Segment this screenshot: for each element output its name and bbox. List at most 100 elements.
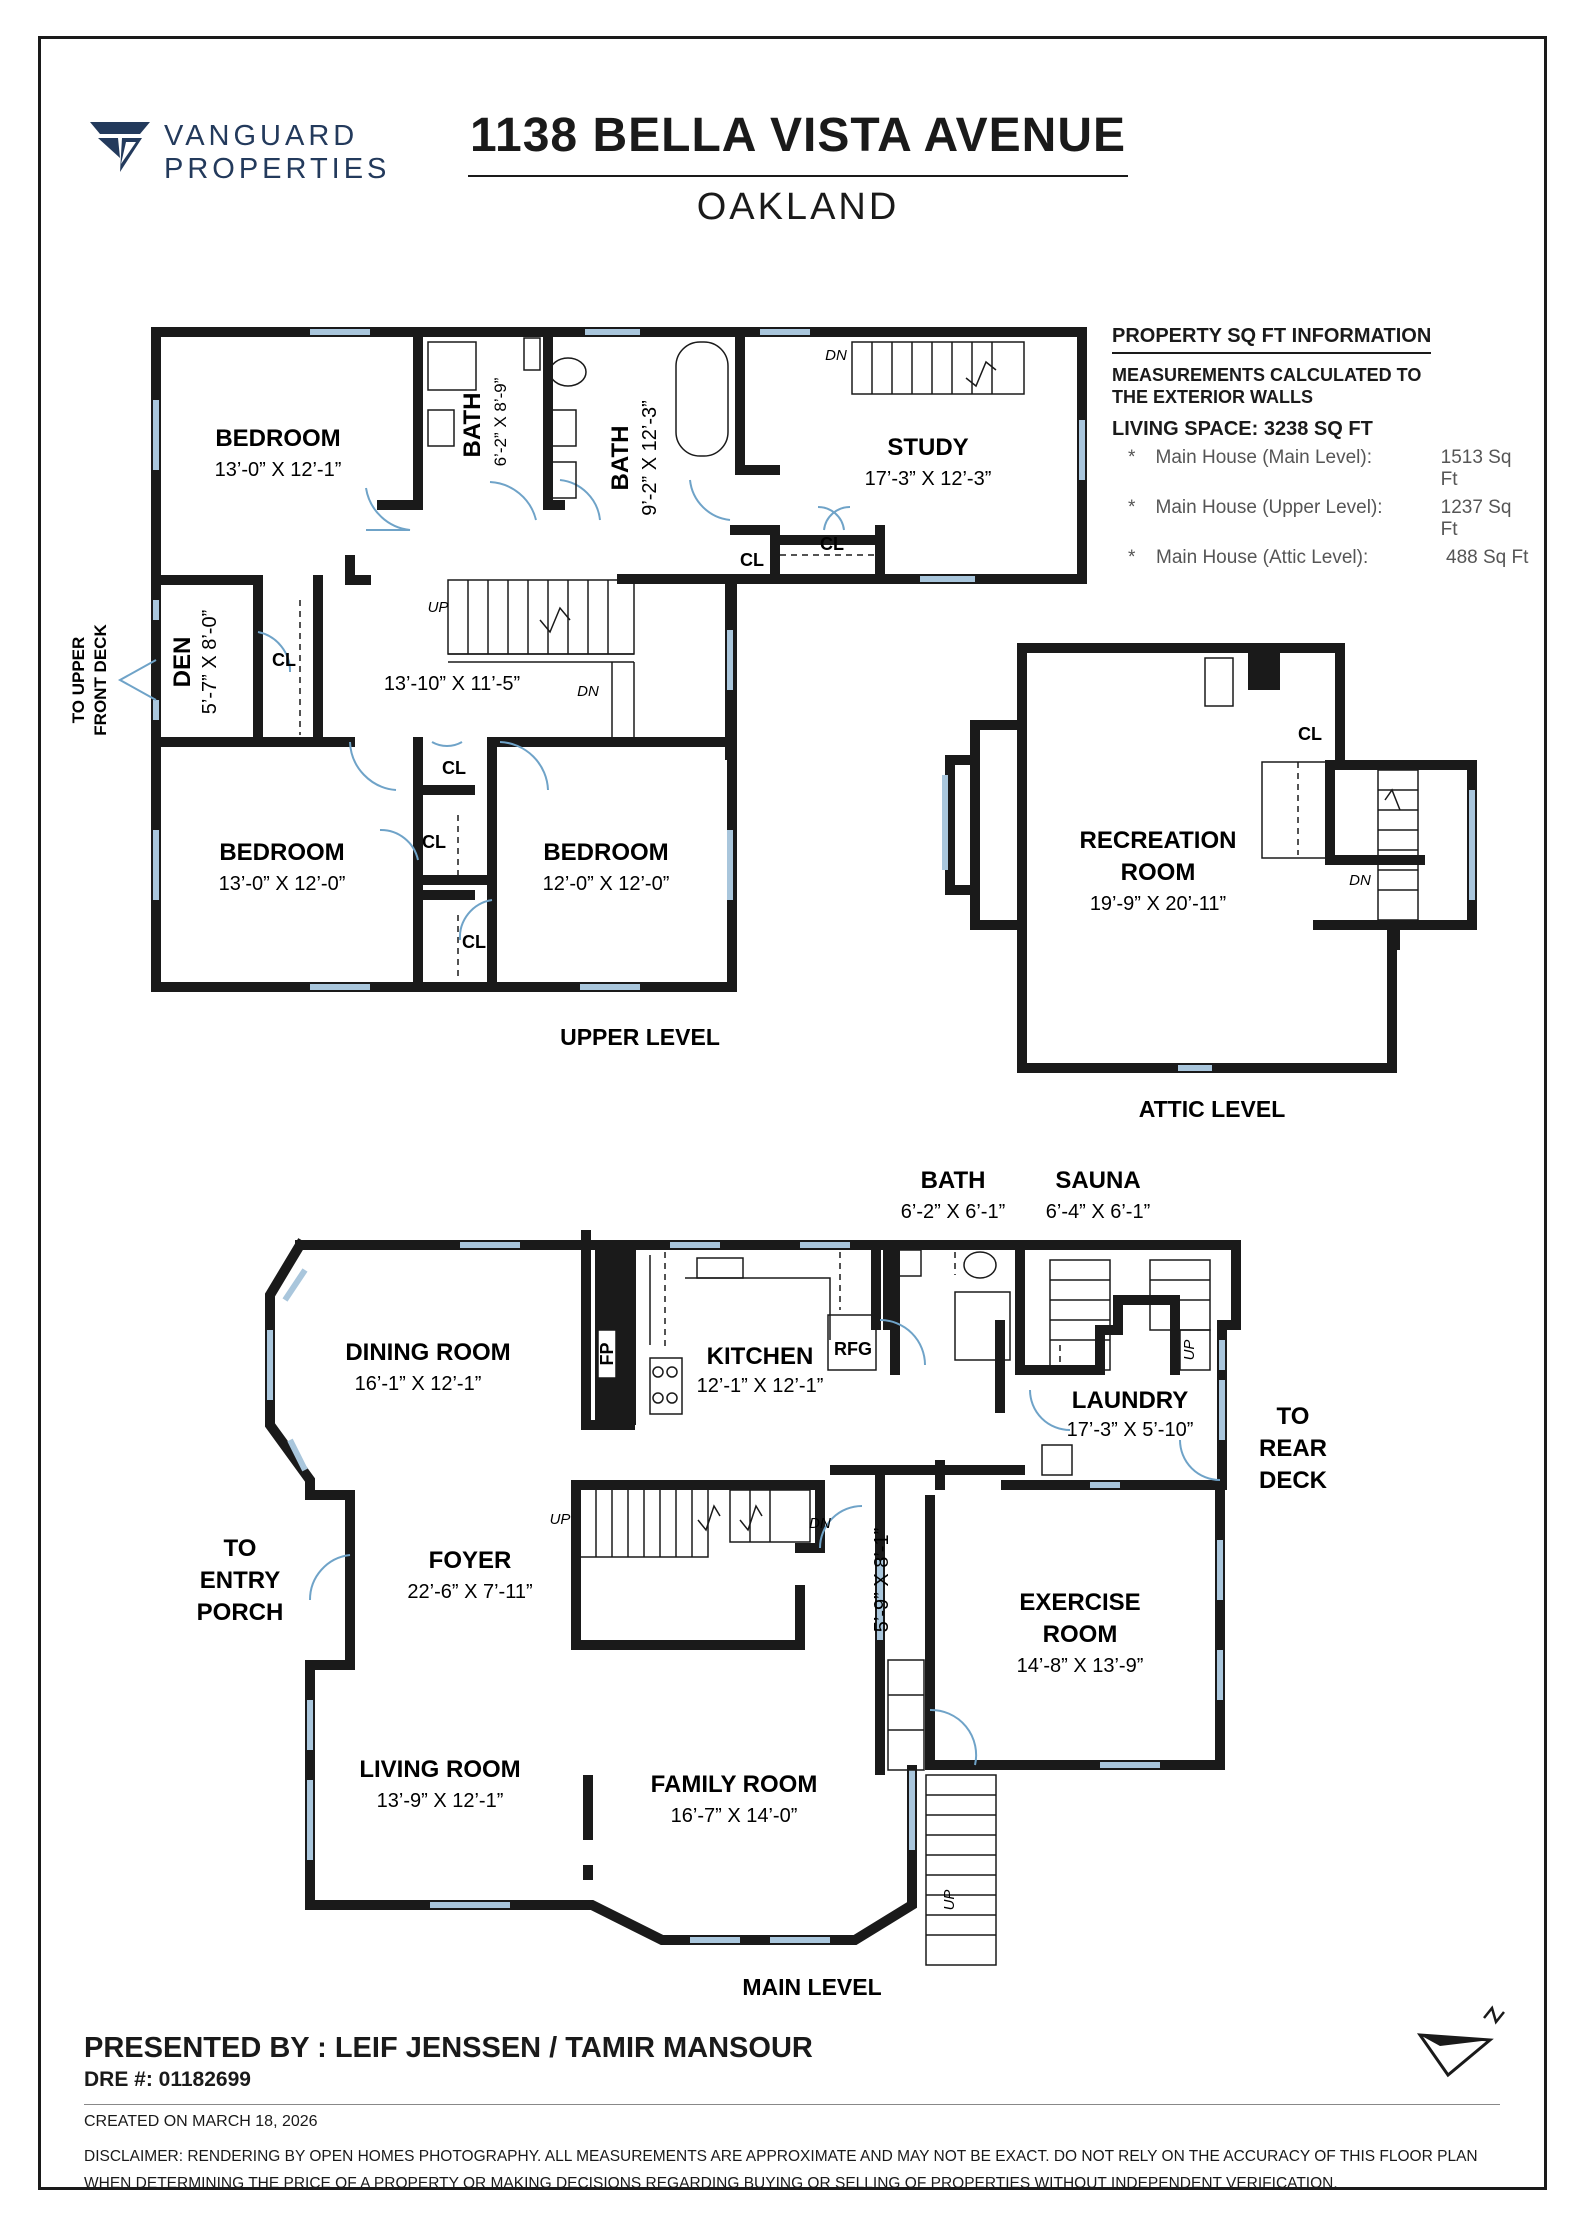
- stair-down-label: DN: [809, 1515, 831, 1532]
- disclaimer: DISCLAIMER: RENDERING BY OPEN HOMES PHOT…: [84, 2148, 1478, 2192]
- stair-up-label: UP: [550, 1511, 571, 1528]
- room-name: EXERCISE: [1019, 1589, 1140, 1616]
- bullet: *: [1128, 447, 1136, 468]
- main-level-plan: DINING ROOM 16’-1” X 12’-1” KITCHEN 12’-…: [197, 1167, 1328, 2000]
- sqft-item-label: Main House (Attic Level):: [1156, 547, 1369, 568]
- room-name: SAUNA: [1055, 1167, 1140, 1194]
- room-dims: 16’-7” X 14’-0”: [671, 1805, 798, 1827]
- room-dims: 9’-2” X 12’-3”: [639, 400, 661, 516]
- sqft-item-label: Main House (Main Level):: [1155, 447, 1373, 468]
- room-name: BATH: [921, 1167, 986, 1194]
- sqft-item: * Main House (Attic Level): 488 Sq Ft: [1112, 547, 1532, 569]
- sqft-heading: PROPERTY SQ FT INFORMATION: [1112, 325, 1432, 354]
- room-name: DINING ROOM: [345, 1339, 510, 1366]
- room-name: BEDROOM: [219, 839, 344, 866]
- page-frame: [38, 36, 1547, 2190]
- stair-down-label: DN: [577, 683, 599, 700]
- room-name: RECREATION: [1080, 827, 1237, 854]
- room-dims: 12’-0” X 12’-0”: [543, 873, 670, 895]
- closet-label: CL: [462, 932, 486, 952]
- level-label: UPPER LEVEL: [560, 1024, 720, 1050]
- room-name: DEN: [169, 637, 196, 688]
- room-name: BEDROOM: [215, 425, 340, 452]
- fireplace-label: FP: [597, 1342, 617, 1365]
- room-dims: 13’-0” X 12’-0”: [219, 873, 346, 895]
- closet-label: CL: [422, 832, 446, 852]
- room-dims: 12’-1” X 12’-1”: [697, 1375, 824, 1397]
- closet-label: CL: [820, 534, 844, 554]
- stair-up-label: UP: [1181, 1340, 1198, 1361]
- title-divider: [468, 175, 1128, 177]
- room-dims: 17’-3” X 5’-10”: [1067, 1419, 1194, 1441]
- brand-line-1: VANGUARD: [164, 120, 359, 152]
- exit-label: TO UPPER: [69, 637, 88, 724]
- room-dims: 6’-4” X 6’-1”: [1046, 1201, 1150, 1223]
- closet-label: CL: [272, 650, 296, 670]
- brand-line-2: PROPERTIES: [164, 153, 391, 185]
- exit-label: ENTRY: [200, 1567, 280, 1594]
- sqft-item-value: 1237 Sq Ft: [1440, 497, 1512, 540]
- bullet: *: [1128, 497, 1136, 518]
- stair-down-label: DN: [825, 347, 847, 364]
- sqft-item-value: 488 Sq Ft: [1446, 547, 1529, 568]
- city-name: OAKLAND: [696, 186, 900, 228]
- room-dims: 19’-9” X 20’-11”: [1090, 893, 1226, 915]
- level-label: MAIN LEVEL: [742, 1974, 881, 2000]
- room-name: LAUNDRY: [1072, 1387, 1188, 1414]
- room-name: BATH: [607, 426, 634, 491]
- room-name: BATH: [459, 393, 486, 458]
- closet-label: CL: [1298, 724, 1322, 744]
- exit-label: REAR: [1259, 1435, 1327, 1462]
- room-dims: 13’-0” X 12’-1”: [215, 459, 342, 481]
- presented-by: PRESENTED BY : LEIF JENSSEN / TAMIR MANS…: [84, 2032, 813, 2064]
- closet-label: CL: [740, 550, 764, 570]
- room-name: STUDY: [887, 434, 968, 461]
- vanguard-logo-icon: [90, 122, 150, 172]
- room-dims: 13’-9” X 12’-1”: [377, 1790, 504, 1812]
- created-date: CREATED ON MARCH 18, 2026: [84, 2113, 318, 2130]
- sqft-item: * Main House (Main Level): 1513 Sq Ft: [1112, 447, 1532, 491]
- dre-number: DRE #: 01182699: [84, 2068, 251, 2091]
- closet-label: CL: [442, 758, 466, 778]
- stair-down-label: DN: [1349, 872, 1371, 889]
- exit-label: TO: [1277, 1403, 1310, 1430]
- room-name: FOYER: [429, 1547, 512, 1574]
- sqft-info-panel: PROPERTY SQ FT INFORMATION MEASUREMENTS …: [1112, 325, 1532, 569]
- exit-label: TO: [224, 1535, 257, 1562]
- room-name: ROOM: [1121, 859, 1196, 886]
- room-name: LIVING ROOM: [359, 1756, 520, 1783]
- room-dims: 14’-8” X 13’-9”: [1017, 1655, 1144, 1677]
- bullet: *: [1128, 547, 1136, 568]
- room-dims: 16’-1” X 12’-1”: [355, 1373, 482, 1395]
- measurement-note: MEASUREMENTS CALCULATED TO THE EXTERIOR …: [1112, 365, 1422, 407]
- exit-label: FRONT DECK: [91, 624, 110, 736]
- sqft-item-label: Main House (Upper Level):: [1155, 497, 1383, 518]
- living-space: LIVING SPACE: 3238 SQ FT: [1112, 418, 1373, 440]
- room-name: BEDROOM: [543, 839, 668, 866]
- room-dims: 17’-3” X 12’-3”: [865, 468, 992, 490]
- sqft-item-value: 1513 Sq Ft: [1440, 447, 1512, 490]
- stair-up-label: UP: [428, 599, 449, 616]
- page-title: 1138 BELLA VISTA AVENUE: [469, 109, 1127, 162]
- attic-level-plan: CL DN RECREATION ROOM 19’-9” X 20’-11” A…: [942, 643, 1477, 1122]
- upper-level-plan: BEDROOM 13’-0” X 12’-1” BATH 6’-2” X 8’-…: [69, 327, 1087, 1050]
- room-name: FAMILY ROOM: [651, 1771, 818, 1798]
- level-label: ATTIC LEVEL: [1139, 1096, 1286, 1122]
- room-name: ROOM: [1043, 1621, 1118, 1648]
- room-dims: 22’-6” X 7’-11”: [407, 1581, 532, 1603]
- exit-label: PORCH: [197, 1599, 284, 1626]
- room-dims: 5’-9” X 8’-1”: [871, 1528, 893, 1632]
- room-dims: 13’-10” X 11’-5”: [384, 673, 520, 695]
- room-dims: 6’-2” X 6’-1”: [901, 1201, 1005, 1223]
- sqft-item: * Main House (Upper Level): 1237 Sq Ft: [1112, 497, 1532, 541]
- exit-label: DECK: [1259, 1467, 1328, 1494]
- stair-up-label: UP: [941, 1890, 958, 1911]
- north-arrow-icon: [1416, 2005, 1505, 2078]
- room-name: KITCHEN: [707, 1343, 814, 1370]
- room-dims: 5’-7” X 8’-0”: [199, 610, 221, 714]
- brand-logo: VANGUARD PROPERTIES: [88, 118, 408, 188]
- refrigerator-label: RFG: [834, 1339, 872, 1359]
- footer-divider: [84, 2104, 1500, 2105]
- room-dims: 6’-2” X 8’-9”: [491, 377, 510, 466]
